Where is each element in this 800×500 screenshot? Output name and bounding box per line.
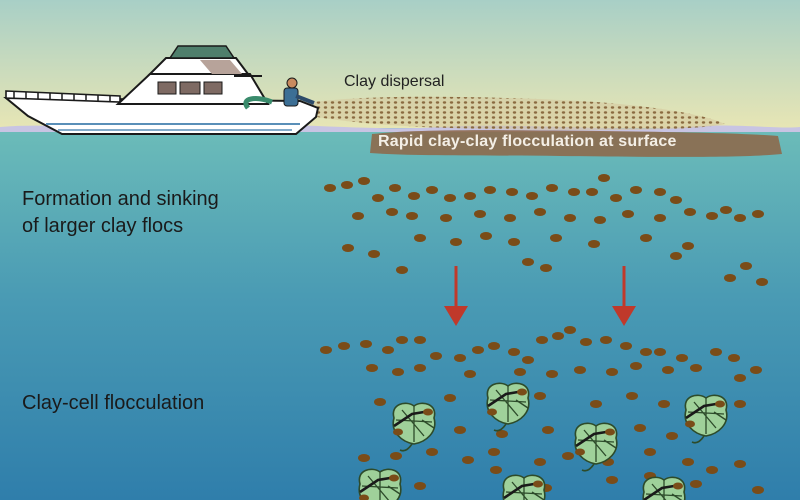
water: [0, 128, 800, 500]
label-formation-sinking: Formation and sinking of larger clay flo…: [22, 186, 219, 240]
down-arrow-icon: [444, 266, 468, 326]
label-formation-line1: Formation and sinking: [22, 188, 219, 210]
algae-cell-icon: [501, 473, 547, 500]
sinking-flocs: [324, 174, 768, 286]
boat-icon: [3, 45, 320, 135]
algae-cell-icon: [357, 467, 403, 500]
surface-floc-band: [370, 130, 782, 157]
down-arrow-icon: [612, 266, 636, 326]
label-formation-line2: of larger clay flocs: [22, 215, 184, 237]
label-clay-cell-flocculation: Clay-cell flocculation: [22, 392, 205, 414]
label-clay-dispersal: Clay dispersal: [344, 73, 445, 90]
label-surface-flocculation: Rapid clay-clay flocculation at surface: [378, 133, 677, 150]
clay-cell-flocs: [320, 326, 764, 494]
algae-cell-icon: [641, 475, 687, 500]
clay-plume-particles: [300, 96, 725, 131]
